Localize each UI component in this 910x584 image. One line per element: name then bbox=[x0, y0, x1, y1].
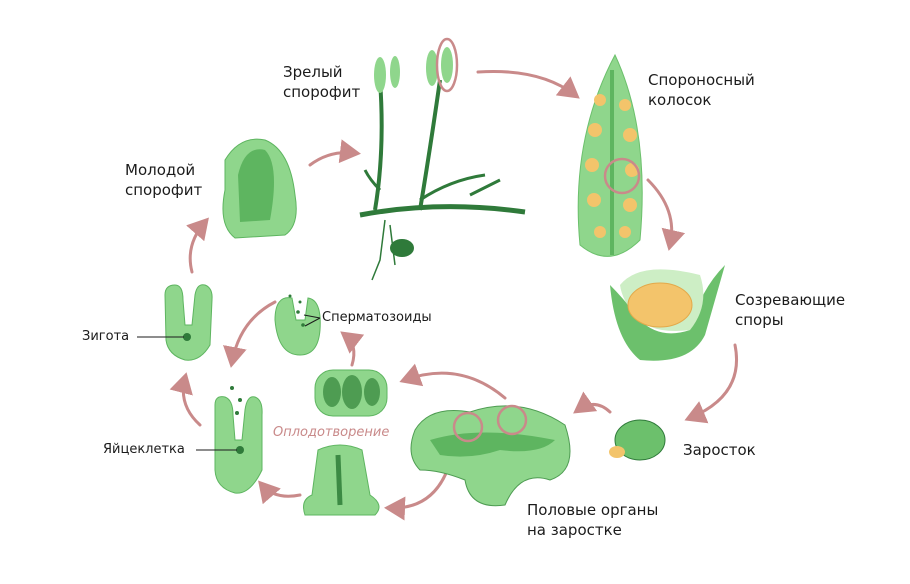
label-fertilization: Оплодотворение bbox=[273, 425, 390, 440]
sporangium-illustration bbox=[610, 265, 725, 361]
arrow-sperm-to-egg bbox=[223, 300, 277, 368]
antheridium-illustration bbox=[314, 369, 388, 417]
mature-sporophyte-illustration bbox=[359, 37, 526, 281]
label-spermatozoids: Сперматозоиды bbox=[322, 310, 432, 325]
arrow-to-antheridium bbox=[399, 363, 507, 400]
arrow-gametophyte-to-sexorgans bbox=[573, 391, 612, 414]
arrow-zygote-to-young bbox=[186, 217, 209, 274]
arrow-egg-to-zygote bbox=[169, 372, 202, 427]
archegonium-illustration bbox=[303, 444, 380, 516]
arrow-sporophyte-to-strobilus bbox=[476, 70, 580, 99]
sperm-release-illustration bbox=[274, 294, 321, 356]
egg-cell-illustration bbox=[196, 386, 263, 494]
arrow-antheridium-to-sperm bbox=[340, 331, 365, 367]
arrow-young-to-mature bbox=[308, 139, 361, 167]
arrow-spores-to-gametophyte bbox=[684, 343, 738, 424]
arrow-strobilus-to-spores bbox=[646, 178, 686, 251]
young-sporophyte-illustration bbox=[222, 138, 297, 239]
label-egg-cell: Яйцеклетка bbox=[103, 442, 185, 457]
strobilus-illustration bbox=[577, 53, 643, 257]
gametophyte-illustration bbox=[609, 419, 666, 461]
gametophyte-section-illustration bbox=[410, 404, 571, 507]
label-gametophyte: Заросток bbox=[683, 441, 756, 459]
zygote-illustration bbox=[137, 284, 213, 361]
arrow-archegonium-to-egg bbox=[258, 480, 302, 505]
label-zygote: Зигота bbox=[82, 329, 130, 344]
